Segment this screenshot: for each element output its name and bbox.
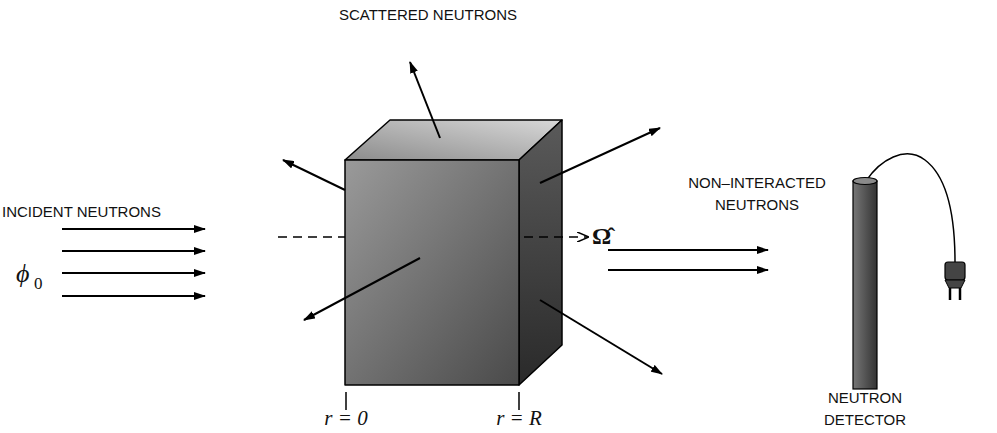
sample-cube [345, 120, 562, 385]
incident-arrows [62, 229, 205, 296]
dimension-label: r = 0 [306, 406, 386, 431]
detector-label: NEUTRON DETECTOR [800, 387, 930, 431]
beam-axis [278, 236, 345, 238]
dimension-ticks [346, 392, 519, 410]
neutron-detector [853, 154, 965, 389]
flux-subscript: 0 [34, 273, 50, 294]
incident-label: INCIDENT NEUTRONS [2, 201, 202, 223]
dimension-label: r = R [479, 406, 559, 431]
transmitted-arrows [608, 250, 768, 270]
transmitted-label: NON–INTERACTED NEUTRONS [657, 172, 857, 216]
exit-axis [524, 236, 588, 238]
scattered-arrows [283, 62, 662, 374]
scattered-label: SCATTERED NEUTRONS [318, 4, 538, 26]
direction-symbol: Ω̂ [592, 222, 632, 250]
